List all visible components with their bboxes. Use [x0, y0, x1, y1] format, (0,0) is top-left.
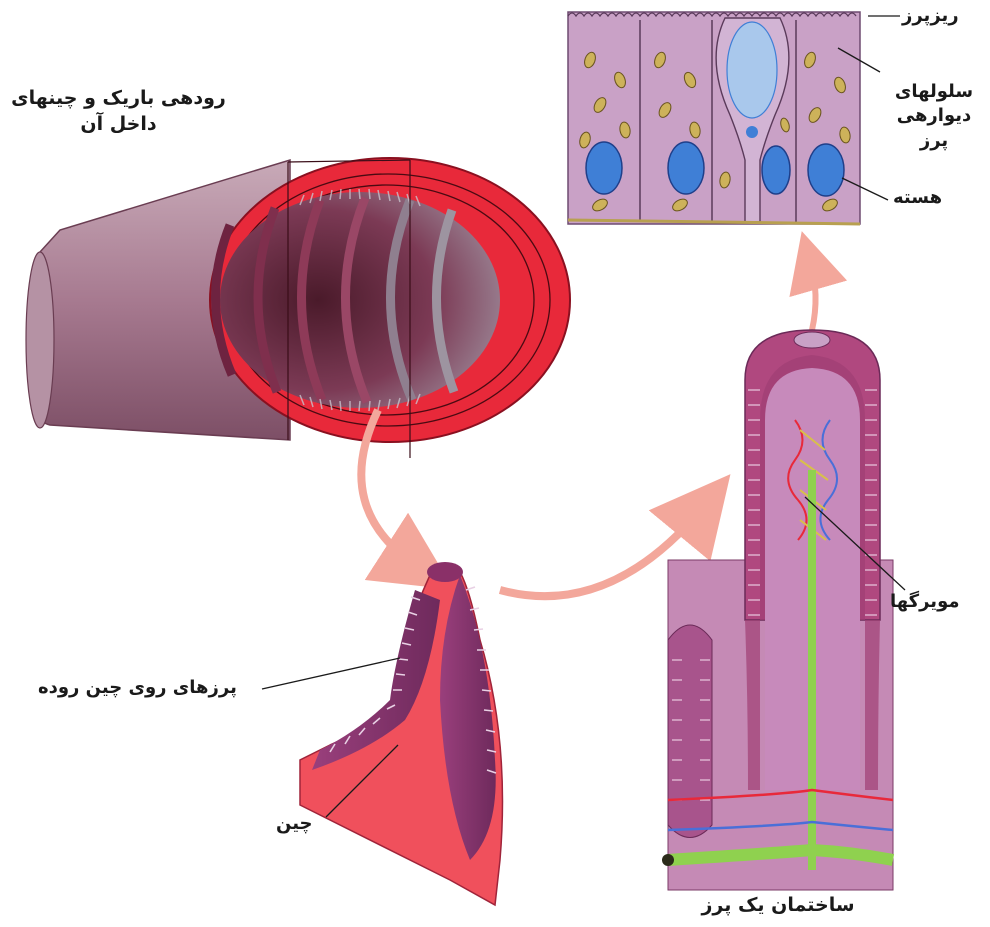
intestine-tube	[26, 158, 570, 458]
villus-structure	[662, 330, 893, 890]
label-nucleus: هسته	[893, 186, 942, 210]
label-villus-structure: ساختمان یک پرز	[678, 893, 878, 919]
label-capillaries: مویرگها	[890, 590, 960, 614]
label-fold: چین	[276, 812, 313, 836]
label-wall-cells: سلولهای دیوارهی پرز	[880, 80, 988, 153]
label-microvilli: ریزپرز	[902, 4, 959, 28]
label-villi-on-fold: پرزهای روی چین روده	[38, 676, 237, 700]
label-intestine: رودهی باریک و چینهای داخل آن	[6, 86, 231, 137]
villus-cells-panel	[568, 12, 860, 224]
arrow-villus-to-cells	[810, 260, 816, 330]
fold-illustration	[300, 562, 503, 905]
